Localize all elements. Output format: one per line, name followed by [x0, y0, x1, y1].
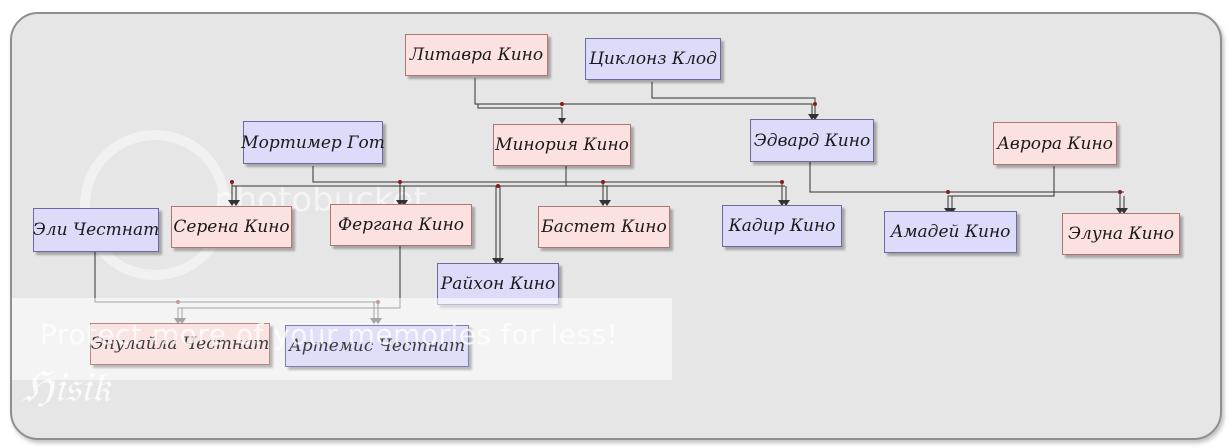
person-node-mortimer: Мортимер Гот: [241, 121, 385, 164]
person-node-avrora: Аврора Кино: [993, 122, 1117, 165]
watermark-logo-icon: [80, 130, 230, 280]
person-node-amadey: Амадей Кино: [884, 211, 1017, 253]
person-node-bastet: Бастет Кино: [538, 206, 670, 248]
signature-logo: ℌ𝔦𝔰𝔦𝔨: [22, 362, 111, 411]
person-node-tsiklonz: Циклонз Клод: [585, 38, 721, 80]
person-node-fergana: Фергана Кино: [330, 204, 472, 246]
person-node-litavra: Литавра Кино: [405, 34, 548, 76]
person-node-eluna: Элуна Кино: [1062, 213, 1180, 255]
person-node-kadir: Кадир Кино: [722, 205, 842, 247]
person-node-eli: Эли Честнат: [33, 208, 159, 252]
person-node-minoria: Минория Кино: [493, 124, 631, 166]
person-node-serena: Серена Кино: [171, 206, 292, 248]
promo-text: Protect more of your memories for less!: [40, 318, 619, 351]
person-node-edvard: Эдвард Кино: [750, 119, 874, 162]
person-node-artemis: Артемис Честнат: [285, 325, 469, 367]
person-node-enulayla: Энулайла Честнат: [90, 323, 270, 365]
